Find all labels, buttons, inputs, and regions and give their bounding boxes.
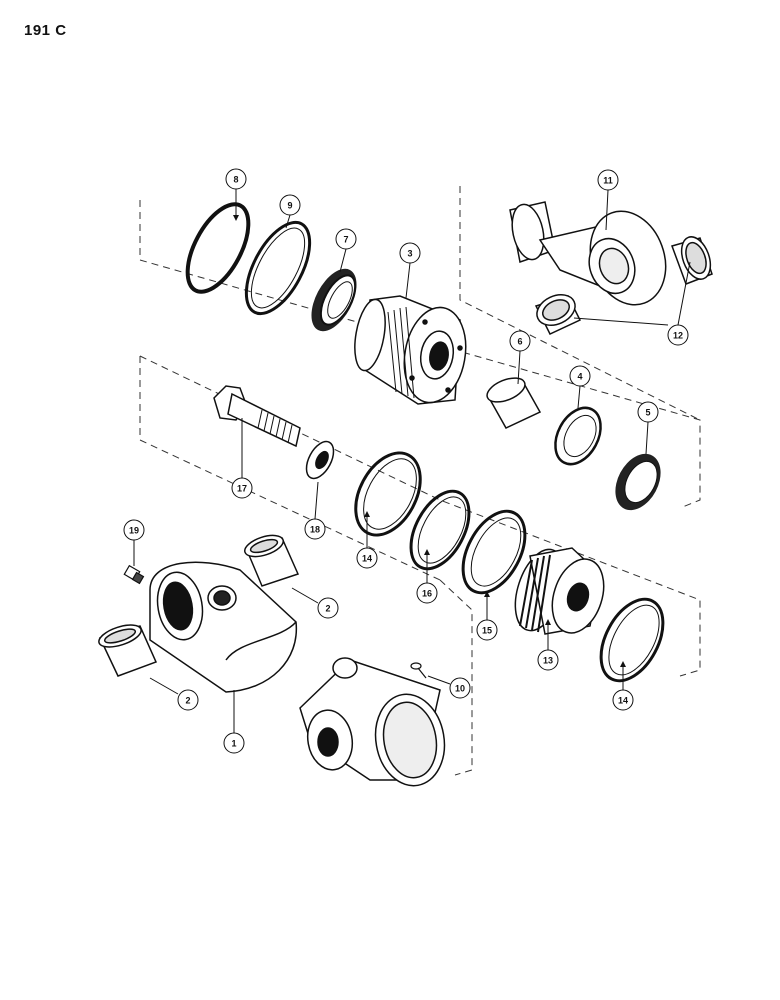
callout-label: 1 <box>231 739 236 749</box>
cylinder-tube-part <box>299 657 446 787</box>
callout-9: 9 <box>279 194 301 216</box>
upper-group-outline <box>139 200 701 509</box>
wiper-seal-part <box>311 268 357 332</box>
piston-seal-part <box>461 509 527 595</box>
callout-12: 12 <box>667 324 689 346</box>
rod-end-group-outline <box>459 186 701 421</box>
callout-label: 17 <box>237 484 247 494</box>
head-bushing-part <box>486 377 542 429</box>
callout-2-upper: 2 <box>317 597 339 619</box>
callout-label: 10 <box>455 684 465 694</box>
callout-label: 4 <box>577 372 582 382</box>
cylinder-head-part <box>354 295 467 405</box>
callout-11: 11 <box>597 169 619 191</box>
callout-label: 14 <box>618 696 628 706</box>
callout-8: 8 <box>225 168 247 190</box>
callout-label: 11 <box>603 176 613 186</box>
callout-1: 1 <box>223 732 245 754</box>
barrel-end-part <box>149 561 298 693</box>
callout-5: 5 <box>637 401 659 423</box>
callout-6: 6 <box>509 330 531 352</box>
callout-17: 17 <box>231 477 253 499</box>
grease-fitting-part <box>123 564 145 585</box>
callout-label: 5 <box>645 408 650 418</box>
backup-ring-part <box>244 220 312 316</box>
wear-ring-lower-part <box>599 597 665 683</box>
callout-label: 2 <box>185 696 190 706</box>
callout-label: 7 <box>343 235 348 245</box>
callout-label: 13 <box>543 656 553 666</box>
washer-part <box>305 440 335 480</box>
callout-label: 16 <box>422 589 432 599</box>
callout-16: 16 <box>416 582 438 604</box>
barrel-bushing-upper-part <box>244 534 300 587</box>
callout-label: 18 <box>310 525 320 535</box>
piston-part <box>514 547 605 635</box>
callout-label: 6 <box>517 337 522 347</box>
callout-label: 3 <box>407 249 412 259</box>
piston-group-outline <box>139 355 701 677</box>
callout-2-lower: 2 <box>177 689 199 711</box>
leader-lines <box>133 189 691 733</box>
callout-7: 7 <box>335 228 357 250</box>
barrel-bushing-lower-part <box>98 624 158 677</box>
piston-rod-part <box>509 201 667 306</box>
group-outlines <box>139 186 701 776</box>
callout-label: 19 <box>129 526 139 536</box>
rod-end-bushing-lower-part <box>534 294 582 335</box>
rod-seal-part <box>615 453 661 511</box>
piston-bolt-part <box>213 385 301 448</box>
tube-group-outline <box>439 579 473 776</box>
callout-10: 10 <box>449 677 471 699</box>
callout-15: 15 <box>476 619 498 641</box>
rod-end-bushing-upper-part <box>671 236 713 285</box>
retaining-ring-part <box>185 202 251 294</box>
callout-label: 2 <box>325 604 330 614</box>
callout-19: 19 <box>123 519 145 541</box>
callout-label: 15 <box>482 626 492 636</box>
callout-14-upper: 14 <box>356 547 378 569</box>
head-ring-part <box>554 406 602 466</box>
wear-ring-upper-part <box>354 451 422 537</box>
callout-label: 14 <box>362 554 372 564</box>
piston-seal-ring-part <box>409 489 471 571</box>
middle-group-outline <box>139 356 441 581</box>
callout-3: 3 <box>399 242 421 264</box>
page-code: 191 C <box>24 22 67 39</box>
set-screw-part <box>410 662 427 679</box>
callout-label: 9 <box>287 201 292 211</box>
callout-4: 4 <box>569 365 591 387</box>
callout-label: 12 <box>673 331 683 341</box>
callout-14-lower: 14 <box>612 689 634 711</box>
callout-13: 13 <box>537 649 559 671</box>
callout-18: 18 <box>304 518 326 540</box>
callout-label: 8 <box>233 175 238 185</box>
